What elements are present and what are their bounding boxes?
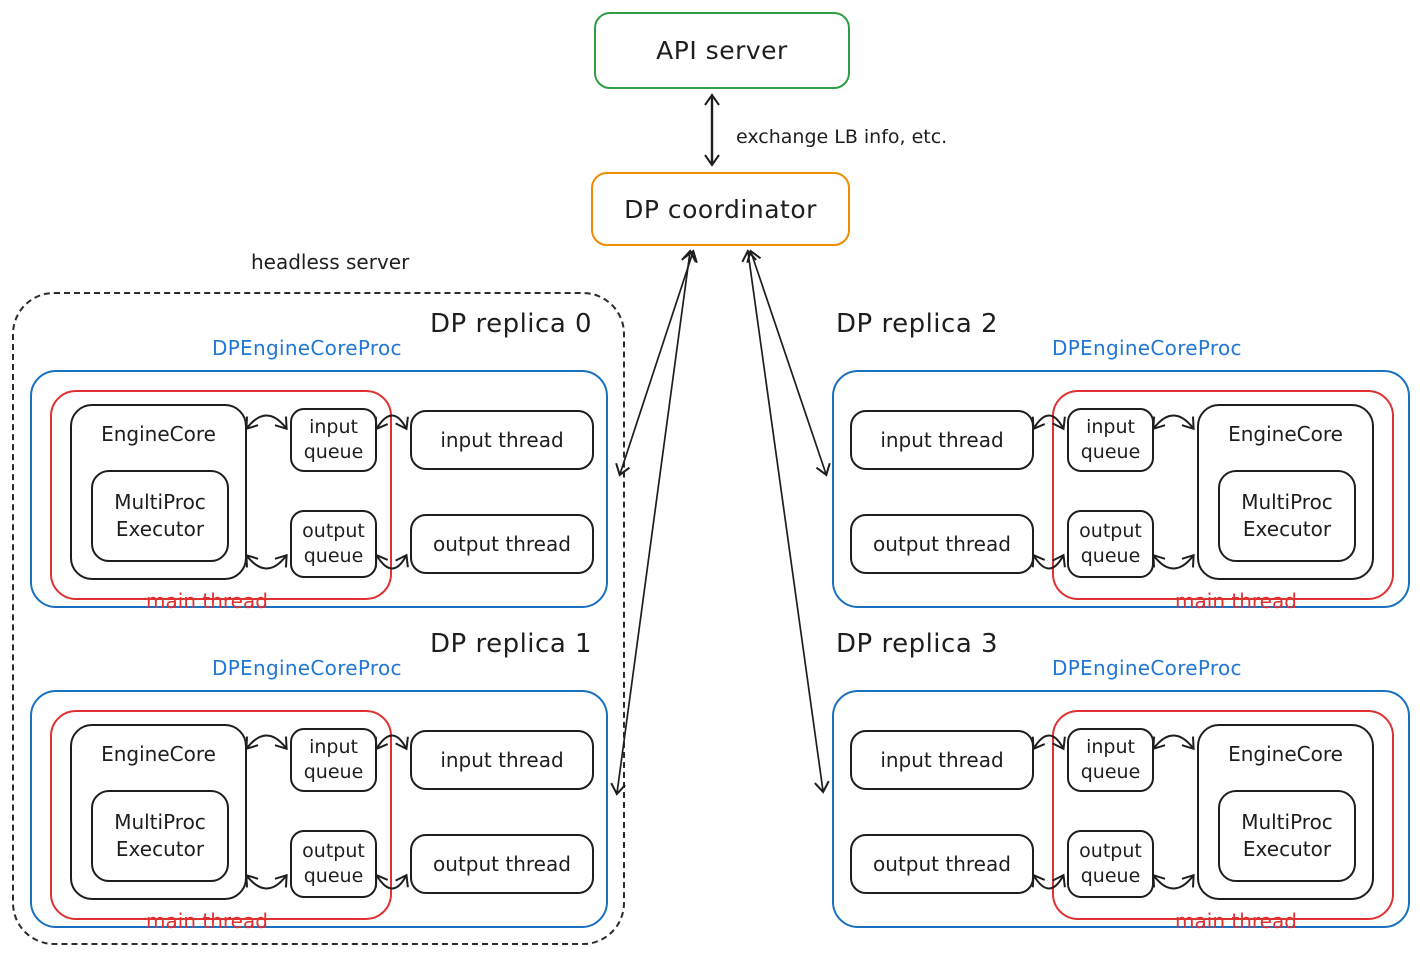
input-queue-label-line2: queue (303, 441, 364, 463)
engine-core-label: EngineCore (101, 742, 216, 766)
replica-2-input-queue-box: input queue (1067, 408, 1154, 472)
replica-2-output-thread-box: output thread (850, 514, 1034, 574)
replica-0-engine-core-box: EngineCore MultiProc Executor (70, 404, 247, 580)
replica-1-main-thread-box (50, 710, 392, 920)
replica-1-engine-core-box: EngineCore MultiProc Executor (70, 724, 247, 900)
replica-3-input-queue-box: input queue (1067, 728, 1154, 792)
replica-2-engine-core-box: EngineCore MultiProc Executor (1197, 404, 1374, 580)
replica-2-output-queue-box: output queue (1067, 510, 1154, 578)
replica-3-input-thread-box: input thread (850, 730, 1034, 790)
replica-3-proc-label: DPEngineCoreProc (1052, 656, 1242, 680)
multiproc-label-line1: MultiProc (1241, 810, 1333, 834)
dp-replica-0-box: DP replica 0 DPEngineCoreProc EngineCore… (30, 309, 608, 613)
replica-0-output-queue-box: output queue (290, 510, 377, 578)
engine-core-label: EngineCore (1228, 422, 1343, 446)
replica-3-main-thread-box (1052, 710, 1394, 920)
multiproc-label-line2: Executor (1242, 517, 1332, 541)
dp-coordinator-box: DP coordinator (591, 172, 850, 246)
replica-0-title: DP replica 0 (430, 309, 593, 339)
dp-replica-3-box: DP replica 3 DPEngineCoreProc EngineCore… (832, 629, 1410, 933)
replica-1-output-thread-box: output thread (410, 834, 594, 894)
replica-0-main-thread-label: main thread (146, 589, 268, 613)
output-queue-label-line1: output (302, 520, 365, 543)
replica-1-title: DP replica 1 (430, 629, 593, 659)
replica-2-main-thread-box (1052, 390, 1394, 600)
input-queue-label-line1: input (1086, 736, 1135, 759)
replica-2-input-thread-box: input thread (850, 410, 1034, 470)
dp-coordinator-label: DP coordinator (624, 194, 817, 224)
replica-1-input-thread-box: input thread (410, 730, 594, 790)
replica-2-multiproc-executor-box: MultiProc Executor (1218, 470, 1356, 562)
replica-0-multiproc-executor-box: MultiProc Executor (91, 470, 229, 562)
replica-2-main-thread-label: main thread (1175, 589, 1297, 613)
input-queue-label-line2: queue (1080, 441, 1141, 463)
multiproc-label-line1: MultiProc (114, 810, 206, 834)
headless-server-label: headless server (251, 250, 410, 274)
replica-0-output-thread-box: output thread (410, 514, 594, 574)
replica-3-main-thread-label: main thread (1175, 909, 1297, 933)
replica-2-proc-label: DPEngineCoreProc (1052, 336, 1242, 360)
multiproc-label-line1: MultiProc (1241, 490, 1333, 514)
engine-core-label: EngineCore (1228, 742, 1343, 766)
replica-3-title: DP replica 3 (836, 629, 999, 659)
output-queue-label-line1: output (302, 840, 365, 863)
replica-1-output-queue-box: output queue (290, 830, 377, 898)
replica-1-proc-label: DPEngineCoreProc (212, 656, 402, 680)
replica-3-output-queue-box: output queue (1067, 830, 1154, 898)
arrow-coordinator-replica3 (741, 249, 830, 794)
arrow-coordinator-replica2 (746, 249, 831, 477)
multiproc-label-line2: Executor (1242, 837, 1332, 861)
replica-0-proc-label: DPEngineCoreProc (212, 336, 402, 360)
replica-3-engine-core-box: EngineCore MultiProc Executor (1197, 724, 1374, 900)
replica-2-title: DP replica 2 (836, 309, 999, 339)
input-queue-label-line2: queue (303, 761, 364, 783)
replica-3-output-thread-box: output thread (850, 834, 1034, 894)
output-queue-label-line1: output (1079, 840, 1142, 863)
multiproc-label-line2: Executor (115, 837, 205, 861)
api-server-label: API server (656, 36, 788, 65)
arrow-coordinator-replica1 (610, 249, 697, 796)
replica-0-input-thread-box: input thread (410, 410, 594, 470)
input-queue-label-line1: input (309, 416, 358, 439)
replica-0-main-thread-box (50, 390, 392, 600)
engine-core-label: EngineCore (101, 422, 216, 446)
exchange-lb-info-label: exchange LB info, etc. (736, 126, 948, 148)
dp-replica-1-box: DP replica 1 DPEngineCoreProc EngineCore… (30, 629, 608, 933)
multiproc-label-line1: MultiProc (114, 490, 206, 514)
output-queue-label-line2: queue (303, 545, 364, 567)
replica-1-multiproc-executor-box: MultiProc Executor (91, 790, 229, 882)
output-queue-label-line2: queue (1080, 865, 1141, 887)
input-queue-label-line1: input (1086, 416, 1135, 439)
replica-1-input-queue-box: input queue (290, 728, 377, 792)
multiproc-label-line2: Executor (115, 517, 205, 541)
output-queue-label-line2: queue (303, 865, 364, 887)
output-queue-label-line1: output (1079, 520, 1142, 543)
replica-3-multiproc-executor-box: MultiProc Executor (1218, 790, 1356, 882)
output-queue-label-line2: queue (1080, 545, 1141, 567)
replica-1-main-thread-label: main thread (146, 909, 268, 933)
input-queue-label-line2: queue (1080, 761, 1141, 783)
input-queue-label-line1: input (309, 736, 358, 759)
arrow-coordinator-replica0 (615, 249, 698, 477)
api-server-box: API server (594, 12, 850, 89)
dp-replica-2-box: DP replica 2 DPEngineCoreProc EngineCore… (832, 309, 1410, 613)
replica-0-input-queue-box: input queue (290, 408, 377, 472)
